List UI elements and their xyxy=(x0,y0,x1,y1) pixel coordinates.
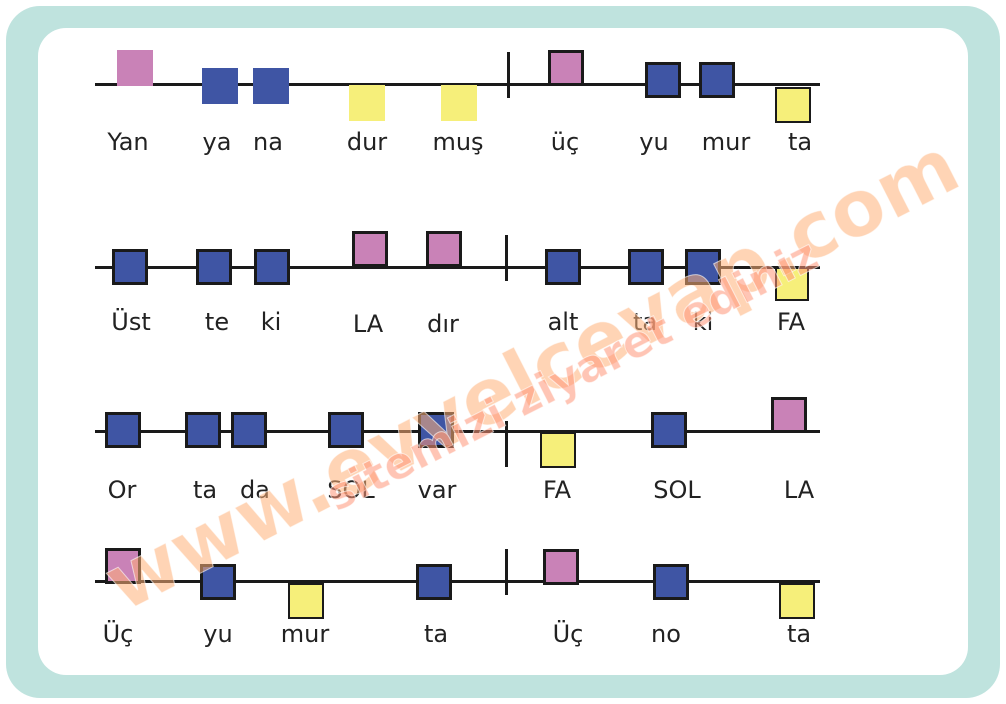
note-blue xyxy=(185,412,221,448)
syllable: no xyxy=(651,620,681,648)
note-blue xyxy=(196,249,232,285)
syllable: FA xyxy=(542,476,572,504)
syllable: Yan xyxy=(107,128,149,156)
syllable: LA xyxy=(352,310,384,338)
note-pink xyxy=(771,397,807,433)
note-yellow xyxy=(288,583,324,619)
syllable: ta xyxy=(423,620,449,648)
note-blue xyxy=(200,564,236,600)
syllable: dır xyxy=(427,310,459,338)
syllable: ta xyxy=(786,620,812,648)
note-blue xyxy=(699,62,735,98)
syllable: mur xyxy=(701,128,751,156)
note-blue xyxy=(418,412,454,448)
note-yellow xyxy=(349,85,385,121)
note-yellow xyxy=(441,85,477,121)
barline-3 xyxy=(505,421,508,467)
note-yellow xyxy=(775,267,809,301)
syllable: ta xyxy=(632,308,658,336)
note-blue xyxy=(545,249,581,285)
syllable: Üç xyxy=(102,620,134,648)
note-pink xyxy=(543,549,579,585)
note-blue xyxy=(202,68,238,104)
syllable: da xyxy=(240,476,270,504)
syllable: yu xyxy=(203,620,233,648)
note-yellow xyxy=(775,87,811,123)
staff-line-3 xyxy=(95,430,820,433)
syllable: Or xyxy=(107,476,137,504)
note-pink xyxy=(352,231,388,267)
syllable: yu xyxy=(639,128,669,156)
syllable: Üst xyxy=(111,308,151,336)
syllable: var xyxy=(417,476,457,504)
staff-line-4 xyxy=(95,580,820,583)
syllable: muş xyxy=(432,128,484,156)
note-blue xyxy=(651,412,687,448)
note-pink xyxy=(426,231,462,267)
content-card xyxy=(38,28,968,675)
syllable: ki xyxy=(260,308,282,336)
note-pink xyxy=(548,50,584,86)
note-yellow xyxy=(779,583,815,619)
syllable: ta xyxy=(787,128,813,156)
note-blue xyxy=(253,68,289,104)
syllable: ki xyxy=(692,308,714,336)
syllable: SOL xyxy=(327,476,375,504)
note-blue xyxy=(231,412,267,448)
note-blue xyxy=(628,249,664,285)
syllable: te xyxy=(204,308,230,336)
note-pink xyxy=(117,50,153,86)
note-blue xyxy=(328,412,364,448)
syllable: ya xyxy=(202,128,232,156)
syllable: na xyxy=(253,128,283,156)
note-blue xyxy=(653,564,689,600)
barline-2 xyxy=(505,235,508,281)
syllable: Üç xyxy=(552,620,584,648)
syllable: FA xyxy=(776,308,806,336)
note-blue xyxy=(685,249,721,285)
syllable: LA xyxy=(783,476,815,504)
staff-line-1 xyxy=(95,83,820,86)
note-blue xyxy=(416,564,452,600)
note-blue xyxy=(645,62,681,98)
syllable: dur xyxy=(346,128,388,156)
note-blue xyxy=(105,412,141,448)
note-blue xyxy=(254,249,290,285)
note-yellow xyxy=(540,432,576,468)
syllable: ta xyxy=(192,476,218,504)
note-pink xyxy=(105,548,141,584)
syllable: alt xyxy=(547,308,579,336)
note-blue xyxy=(112,249,148,285)
barline-4 xyxy=(505,549,508,595)
syllable: mur xyxy=(280,620,330,648)
syllable: üç xyxy=(550,128,580,156)
syllable: SOL xyxy=(653,476,701,504)
staff-line-2 xyxy=(95,266,820,269)
barline-1 xyxy=(507,52,510,98)
